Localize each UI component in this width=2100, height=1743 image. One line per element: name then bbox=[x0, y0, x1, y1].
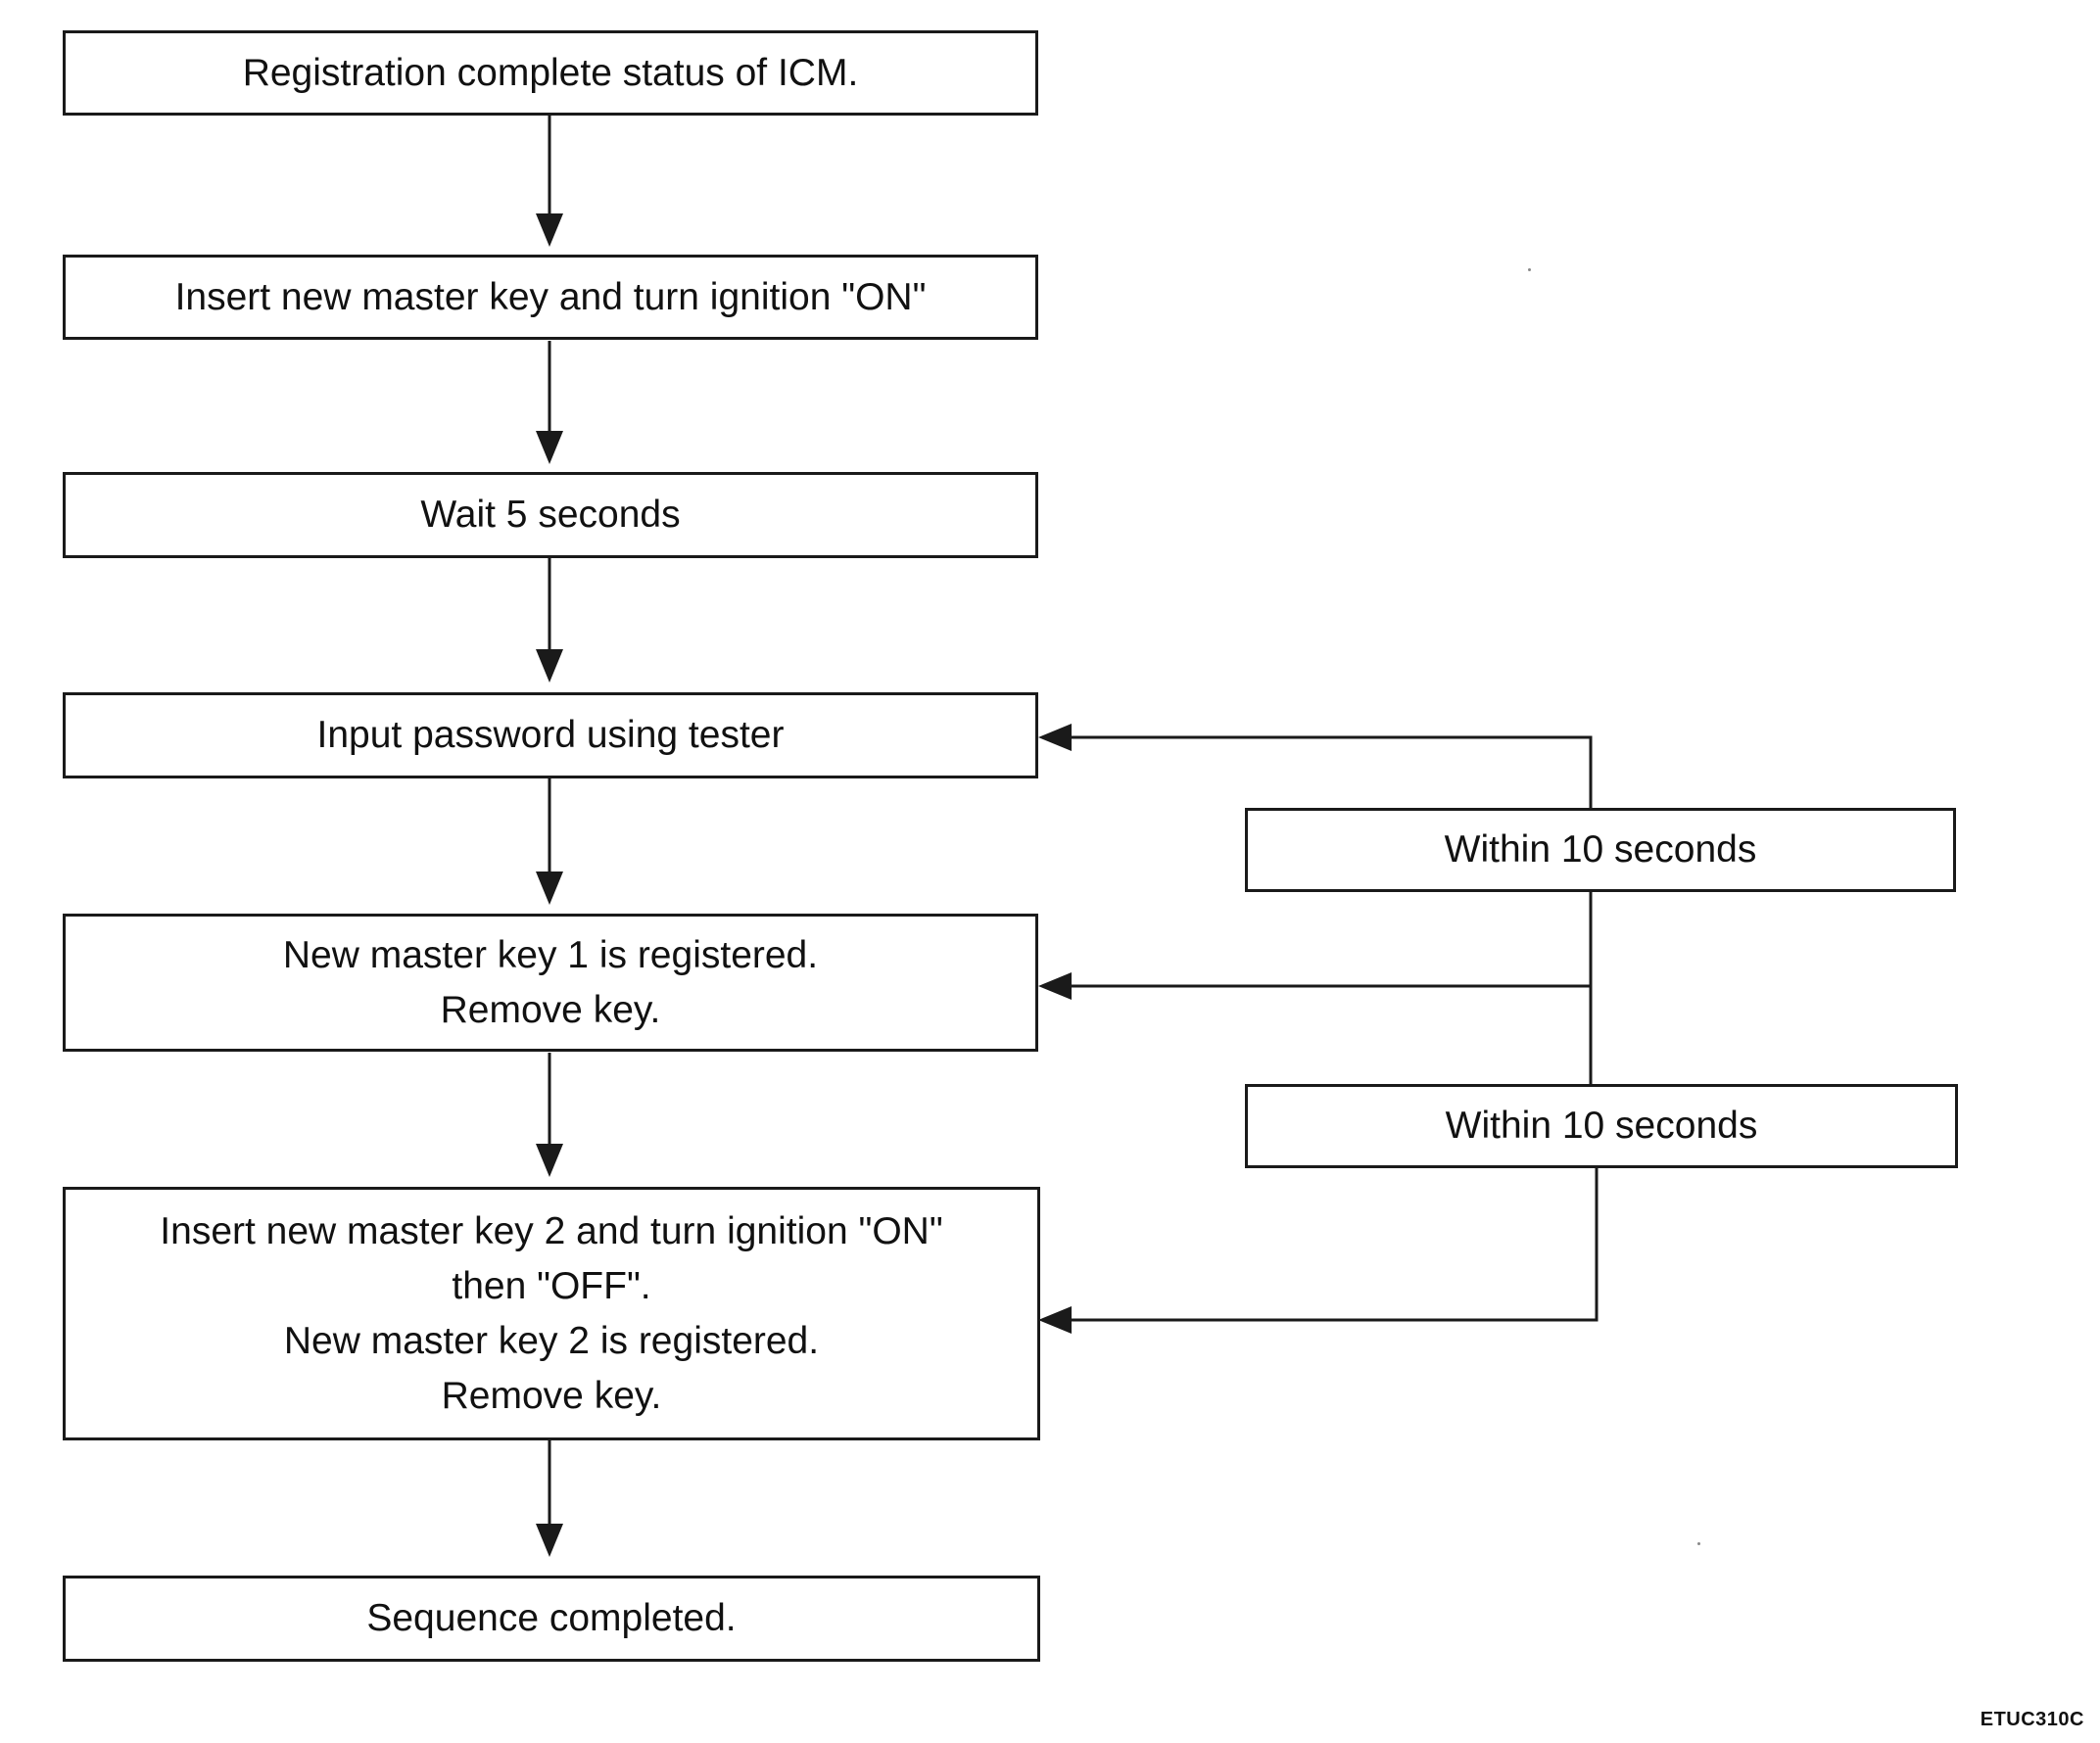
step-master-key-2-registered: Insert new master key 2 and turn ignitio… bbox=[63, 1187, 1040, 1440]
arrowhead-into-step6 bbox=[1038, 1306, 1072, 1334]
step-master-key-1-registered: New master key 1 is registered. Remove k… bbox=[63, 914, 1038, 1052]
step-insert-master-key: Insert new master key and turn ignition … bbox=[63, 255, 1038, 340]
arrowhead-step2 bbox=[536, 213, 563, 247]
step-text-line: Remove key. bbox=[440, 988, 661, 1031]
scan-speck bbox=[1528, 268, 1531, 271]
arrowhead-step4 bbox=[536, 649, 563, 683]
step-text-line: Sequence completed. bbox=[366, 1597, 737, 1639]
arrowhead-step3 bbox=[536, 431, 563, 464]
timer-box-1: Within 10 seconds bbox=[1245, 808, 1956, 892]
step-sequence-completed: Sequence completed. bbox=[63, 1576, 1040, 1662]
connector-timer-spine-to-step5 bbox=[1066, 889, 1593, 988]
scan-speck bbox=[1697, 1542, 1700, 1545]
step-text-line: then "OFF". bbox=[452, 1264, 651, 1307]
timer-label: Within 10 seconds bbox=[1444, 828, 1757, 871]
step-text-line: Registration complete status of ICM. bbox=[242, 51, 859, 94]
step-wait-5-seconds: Wait 5 seconds bbox=[63, 472, 1038, 558]
arrowhead-into-step4 bbox=[1038, 724, 1072, 751]
step-text-line: Wait 5 seconds bbox=[420, 494, 681, 536]
timer-label: Within 10 seconds bbox=[1445, 1105, 1758, 1147]
step-text-line: New master key 1 is registered. bbox=[282, 933, 819, 976]
step-registration-complete: Registration complete status of ICM. bbox=[63, 30, 1038, 116]
step-text-line: Insert new master key 2 and turn ignitio… bbox=[160, 1209, 943, 1252]
figure-code: ETUC310C bbox=[1980, 1709, 2084, 1730]
arrowhead-step5 bbox=[536, 872, 563, 905]
connector-timer2-to-step6 bbox=[1066, 1165, 1599, 1322]
step-text-line: Input password using tester bbox=[316, 714, 785, 756]
arrowhead-step6 bbox=[536, 1144, 563, 1177]
step-text-line: New master key 2 is registered. bbox=[283, 1319, 820, 1362]
step-input-password: Input password using tester bbox=[63, 692, 1038, 778]
connector-timer1-to-step4 bbox=[1066, 735, 1593, 808]
arrowhead-into-step5 bbox=[1038, 972, 1072, 1000]
step-text-line: Insert new master key and turn ignition … bbox=[174, 275, 927, 318]
step-text-line: Remove key. bbox=[441, 1374, 662, 1417]
arrowhead-step7 bbox=[536, 1524, 563, 1557]
timer-box-2: Within 10 seconds bbox=[1245, 1084, 1958, 1168]
